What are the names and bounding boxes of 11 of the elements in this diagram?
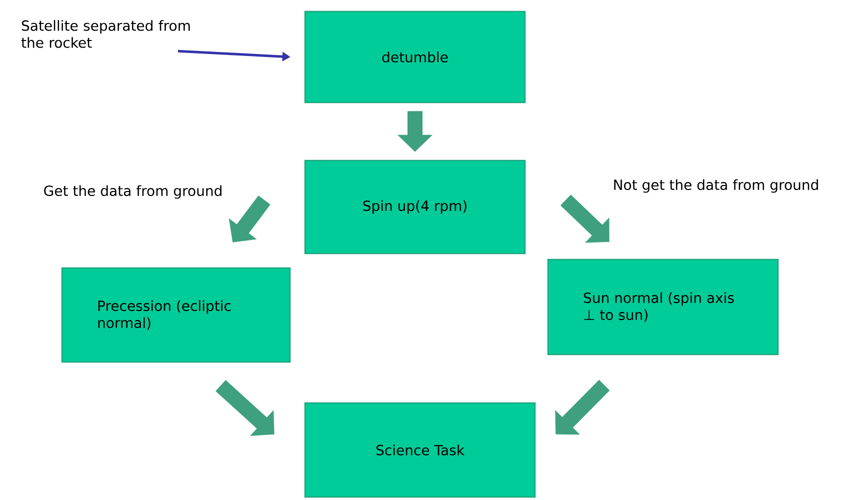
start-note: Satellite separated from the rocket <box>21 20 190 48</box>
arrow <box>216 380 274 436</box>
process-box: Science Task <box>304 402 536 498</box>
process-box: detumble <box>304 10 526 104</box>
process-box: Sun normal (spin axis ⊥ to sun) <box>547 258 779 356</box>
arrow <box>560 194 610 243</box>
arrow <box>555 380 610 435</box>
edge-label: Get the data from ground <box>42 184 224 200</box>
process-box: Spin up(4 rpm) <box>304 160 526 254</box>
process-box: Precession (ecliptic normal) <box>61 267 291 363</box>
edge-label: Not get the data from ground <box>612 178 820 194</box>
